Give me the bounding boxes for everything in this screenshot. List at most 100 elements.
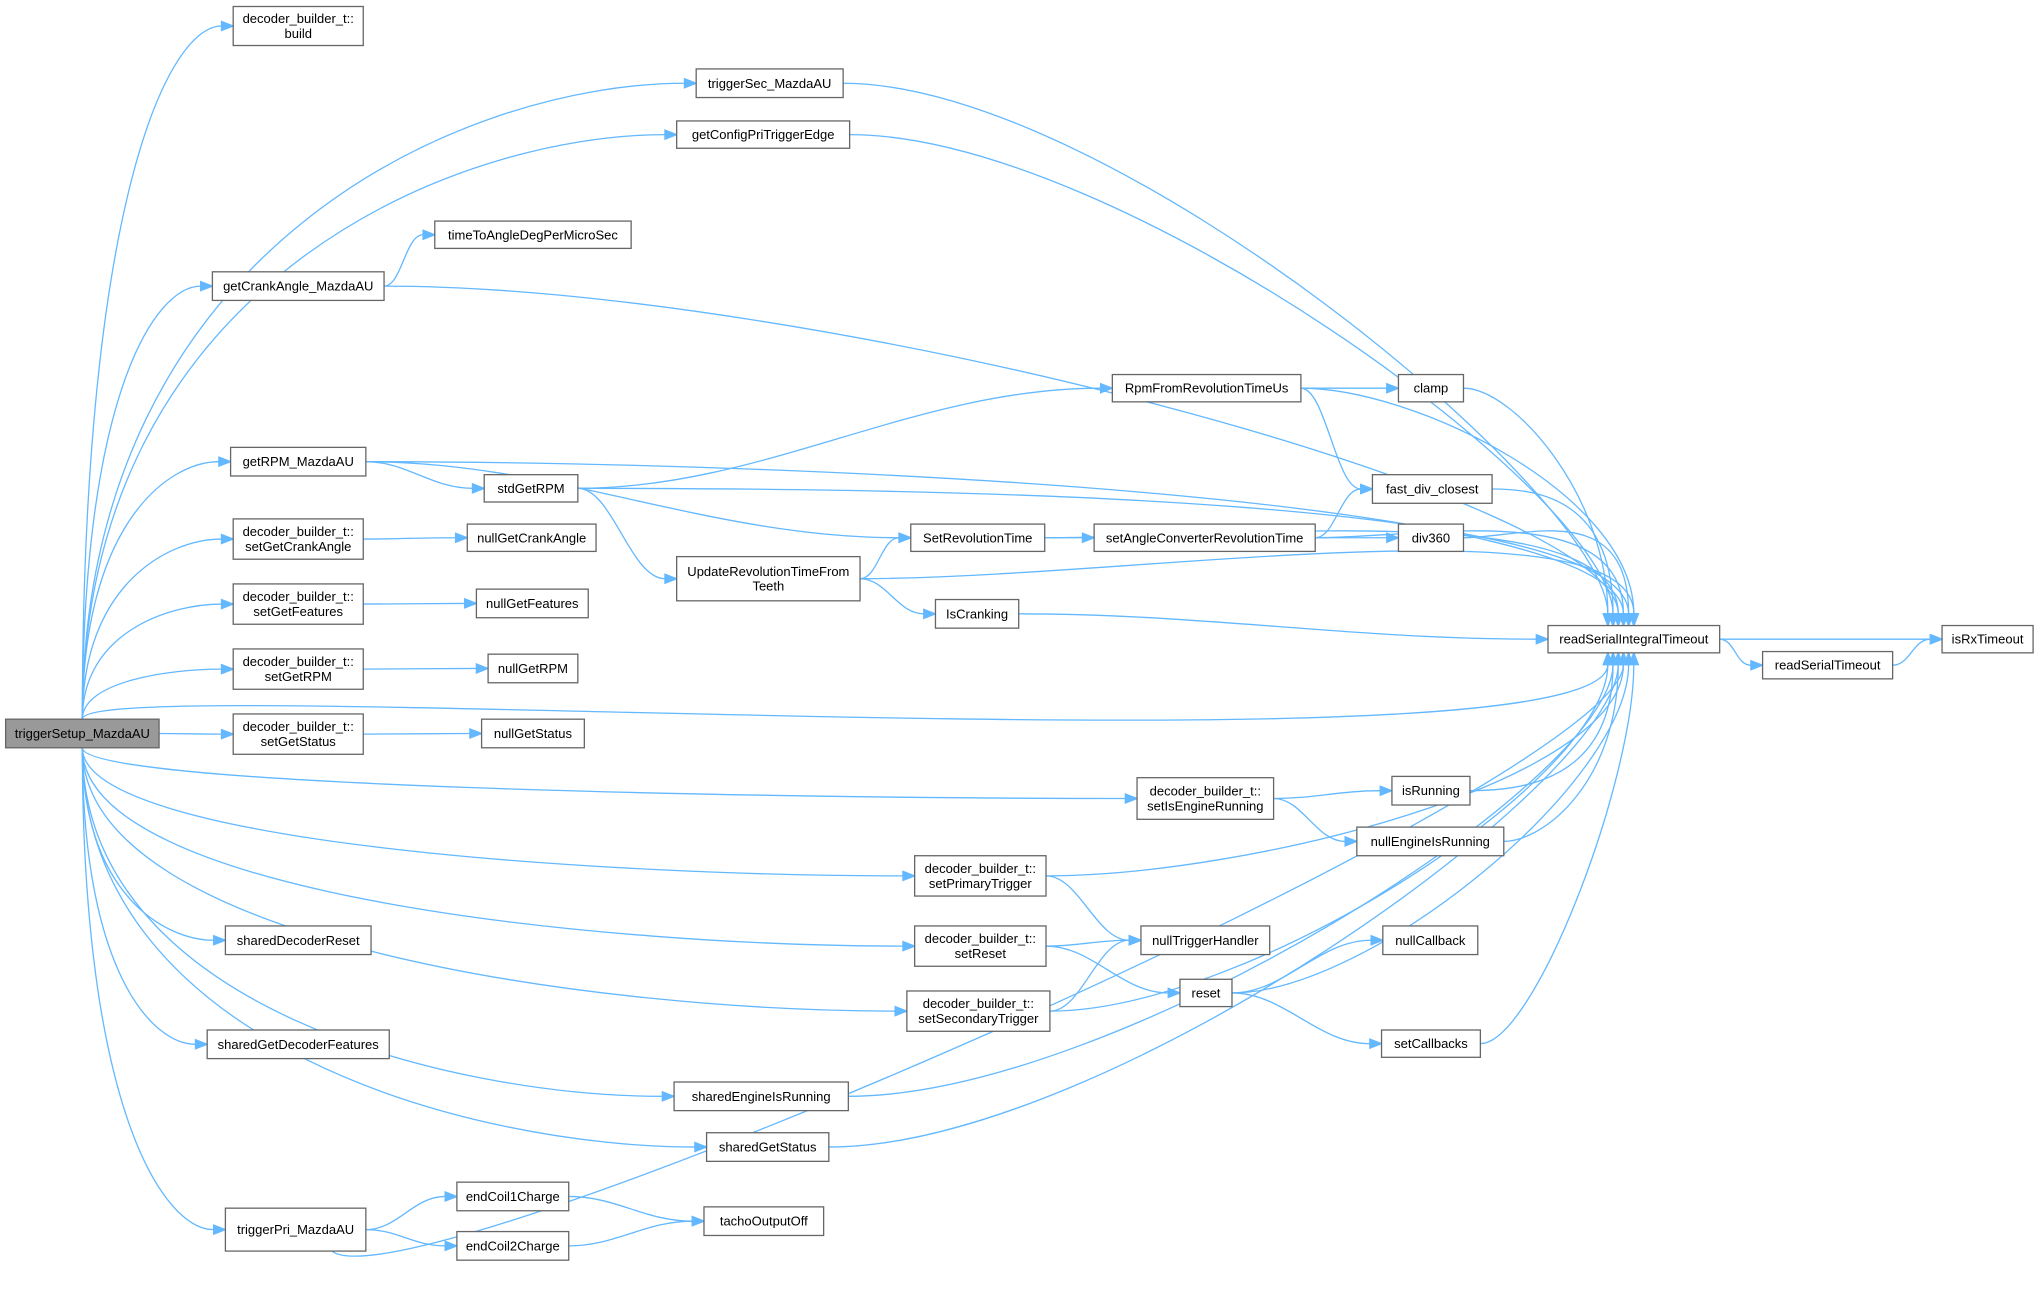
node-label: readSerialTimeout bbox=[1775, 658, 1881, 673]
node-box bbox=[224, 925, 372, 956]
node-null-get-rpm[interactable]: nullGetRPM bbox=[487, 653, 579, 684]
arrowhead-icon bbox=[220, 598, 235, 610]
node-null-get-crank-angle[interactable]: nullGetCrankAngle bbox=[466, 523, 597, 553]
edge-set-callbacks-to-read-serial-integral-timeout bbox=[1480, 651, 1640, 1045]
node-null-engine-is-running[interactable]: nullEngineIsRunning bbox=[1356, 826, 1505, 857]
edge-line bbox=[1231, 992, 1370, 1045]
node-box bbox=[1382, 925, 1479, 956]
node-read-serial-timeout[interactable]: readSerialTimeout bbox=[1761, 650, 1894, 680]
edge-line bbox=[159, 732, 222, 735]
edge-line bbox=[1892, 638, 1931, 666]
node-get-crank-angle-mazda-au[interactable]: getCrankAngle_MazdaAU bbox=[211, 271, 385, 302]
node-box bbox=[1547, 624, 1721, 654]
node-set-get-rpm[interactable]: decoder_builder_t::setGetRPM bbox=[232, 648, 364, 690]
node-clamp[interactable]: clamp bbox=[1397, 373, 1465, 403]
node-rpm-from-revolution-time-us[interactable]: RpmFromRevolutionTimeUs bbox=[1111, 373, 1302, 403]
node-time-to-angle-deg-per-micro-sec[interactable]: timeToAngleDegPerMicroSec bbox=[434, 220, 632, 250]
edge-line bbox=[81, 82, 685, 720]
edge-std-get-rpm-to-update-revolution-time-from-teeth bbox=[577, 487, 679, 585]
arrowhead-icon bbox=[1379, 785, 1394, 797]
node-set-secondary-trigger[interactable]: decoder_builder_t::setSecondaryTrigger bbox=[906, 990, 1051, 1032]
node-div360[interactable]: div360 bbox=[1397, 523, 1465, 553]
node-null-callback[interactable]: nullCallback bbox=[1382, 925, 1479, 956]
node-get-rpm-mazda-au[interactable]: getRPM_MazdaAU bbox=[229, 446, 367, 477]
arrowhead-icon bbox=[1344, 835, 1359, 847]
node-reset[interactable]: reset bbox=[1179, 978, 1233, 1008]
edge-line bbox=[577, 387, 1101, 489]
node-set-get-crank-angle[interactable]: decoder_builder_t::setGetCrankAngle bbox=[232, 518, 364, 560]
node-set-angle-converter-revolution-time[interactable]: setAngleConverterRevolutionTime bbox=[1093, 523, 1316, 553]
node-set-primary-trigger[interactable]: decoder_builder_t::setPrimaryTrigger bbox=[914, 855, 1047, 897]
node-std-get-rpm[interactable]: stdGetRPM bbox=[483, 474, 579, 503]
node-end-coil2charge[interactable]: endCoil2Charge bbox=[456, 1230, 570, 1261]
edge-line bbox=[81, 747, 695, 1148]
node-set-callbacks[interactable]: setCallbacks bbox=[1380, 1029, 1482, 1058]
arrowhead-icon bbox=[213, 934, 228, 946]
node-shared-engine-is-running[interactable]: sharedEngineIsRunning bbox=[673, 1081, 849, 1112]
node-null-get-status[interactable]: nullGetStatus bbox=[480, 718, 585, 749]
node-box bbox=[695, 68, 844, 99]
edge-line bbox=[1049, 939, 1130, 1012]
node-box bbox=[1391, 775, 1471, 806]
node-box bbox=[1397, 523, 1465, 553]
node-is-rx-timeout[interactable]: isRxTimeout bbox=[1941, 624, 2034, 654]
node-box bbox=[703, 1206, 825, 1237]
node-build[interactable]: decoder_builder_t::build bbox=[232, 5, 364, 47]
edge-trigger-setup-mazda-au-to-shared-get-decoder-features bbox=[81, 747, 209, 1050]
node-label: nullEngineIsRunning bbox=[1371, 834, 1490, 849]
edge-line bbox=[81, 461, 219, 720]
arrowhead-icon bbox=[1929, 633, 1944, 645]
node-set-get-features[interactable]: decoder_builder_t::setGetFeatures bbox=[232, 583, 364, 625]
edge-set-get-rpm-to-null-get-rpm bbox=[363, 662, 490, 674]
node-box bbox=[480, 718, 585, 749]
node-label: decoder_builder_t:: bbox=[925, 931, 1036, 946]
node-get-config-pri-trigger-edge[interactable]: getConfigPriTriggerEdge bbox=[676, 120, 851, 149]
edge-trigger-setup-mazda-au-to-trigger-sec-mazda-au bbox=[81, 77, 698, 720]
edges-layer bbox=[81, 20, 1944, 1257]
node-end-coil1charge[interactable]: endCoil1Charge bbox=[456, 1181, 570, 1212]
node-trigger-setup-mazda-au[interactable]: triggerSetup_MazdaAU bbox=[4, 718, 160, 749]
node-set-reset[interactable]: decoder_builder_t::setReset bbox=[914, 925, 1047, 967]
node-null-get-features[interactable]: nullGetFeatures bbox=[475, 588, 589, 619]
node-box bbox=[705, 1132, 830, 1162]
edge-rpm-from-revolution-time-us-to-fast-div-closest bbox=[1300, 387, 1375, 495]
edge-trigger-setup-mazda-au-to-set-get-rpm bbox=[81, 663, 235, 720]
node-label: setSecondaryTrigger bbox=[918, 1011, 1039, 1026]
node-is-running[interactable]: isRunning bbox=[1391, 775, 1471, 806]
node-label: setAngleConverterRevolutionTime bbox=[1106, 530, 1304, 545]
node-fast-div-closest[interactable]: fast_div_closest bbox=[1371, 474, 1493, 504]
edge-line bbox=[1300, 387, 1361, 490]
edge-trigger-setup-mazda-au-to-get-crank-angle-mazda-au bbox=[81, 280, 215, 720]
node-is-cranking[interactable]: IsCranking bbox=[934, 598, 1020, 629]
node-label: reset bbox=[1192, 985, 1221, 1000]
edge-line bbox=[363, 667, 477, 670]
edge-line bbox=[81, 538, 222, 720]
arrowhead-icon bbox=[898, 532, 913, 544]
node-null-trigger-handler[interactable]: nullTriggerHandler bbox=[1140, 925, 1271, 956]
node-shared-get-status[interactable]: sharedGetStatus bbox=[705, 1132, 830, 1162]
arrowhead-icon bbox=[444, 1240, 459, 1252]
edge-line bbox=[365, 1195, 446, 1231]
node-tacho-output-off[interactable]: tachoOutputOff bbox=[703, 1206, 825, 1237]
node-set-is-engine-running[interactable]: decoder_builder_t::setIsEngineRunning bbox=[1136, 777, 1275, 820]
edge-trigger-setup-mazda-au-to-trigger-pri-mazda-au bbox=[81, 747, 228, 1236]
arrowhead-icon bbox=[1124, 793, 1139, 805]
node-set-get-status[interactable]: decoder_builder_t::setGetStatus bbox=[232, 713, 364, 755]
node-label: setIsEngineRunning bbox=[1147, 799, 1263, 814]
node-trigger-sec-mazda-au[interactable]: triggerSec_MazdaAU bbox=[695, 68, 844, 99]
node-label: readSerialIntegralTimeout bbox=[1559, 632, 1708, 647]
arrowhead-icon bbox=[923, 608, 938, 620]
node-label: sharedEngineIsRunning bbox=[692, 1089, 831, 1104]
edge-read-serial-integral-timeout-to-is-rx-timeout bbox=[1719, 633, 1944, 645]
arrowhead-icon bbox=[220, 533, 235, 545]
arrowhead-icon bbox=[902, 870, 917, 882]
arrowhead-icon bbox=[1617, 651, 1629, 666]
node-read-serial-integral-timeout[interactable]: readSerialIntegralTimeout bbox=[1547, 624, 1721, 654]
node-shared-decoder-reset[interactable]: sharedDecoderReset bbox=[224, 925, 372, 956]
node-trigger-pri-mazda-au[interactable]: triggerPri_MazdaAU bbox=[224, 1207, 367, 1252]
node-set-revolution-time[interactable]: SetRevolutionTime bbox=[910, 523, 1046, 553]
edge-line bbox=[81, 747, 214, 1231]
node-shared-get-decoder-features[interactable]: sharedGetDecoderFeatures bbox=[206, 1029, 390, 1060]
arrowhead-icon bbox=[218, 456, 233, 468]
